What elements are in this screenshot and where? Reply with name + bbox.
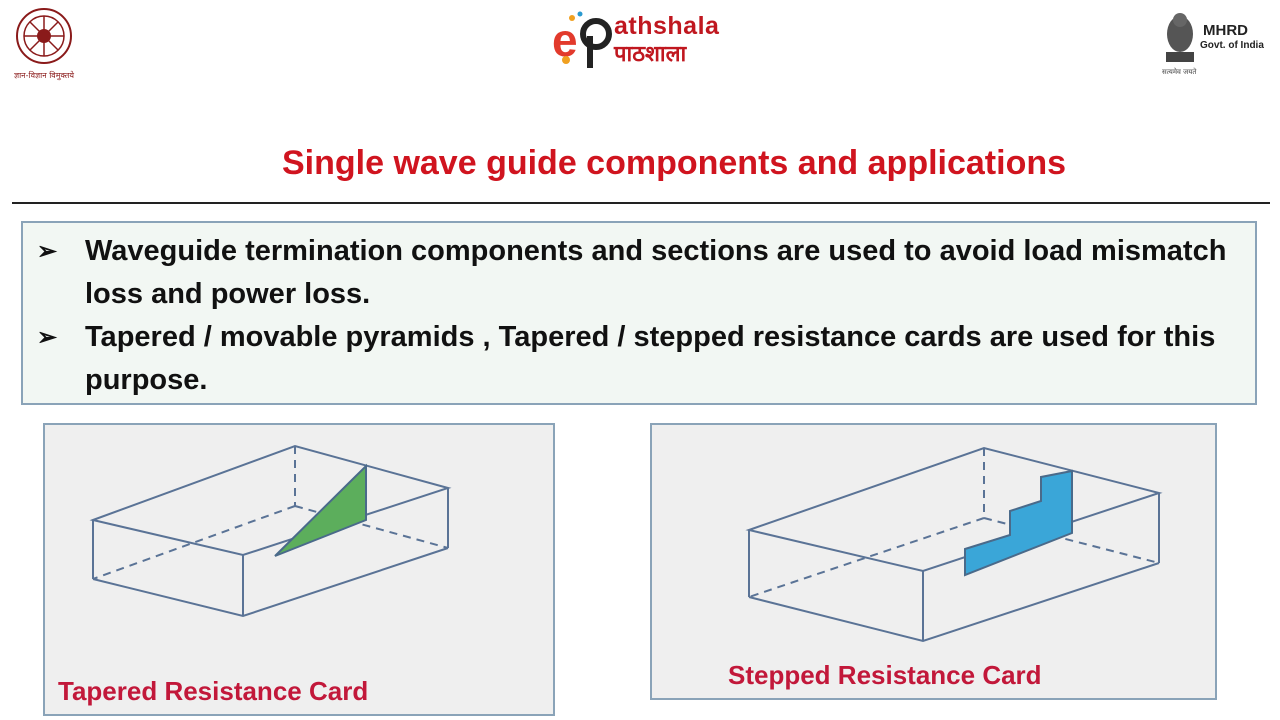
epathshala-logo: e athshala पाठशाला bbox=[552, 6, 752, 72]
bullet-box: ➢ Waveguide termination components and s… bbox=[21, 221, 1257, 405]
epathshala-text-en: athshala bbox=[614, 12, 720, 40]
govt-label: Govt. of India bbox=[1200, 40, 1264, 51]
epathshala-text-hi: पाठशाला bbox=[614, 42, 687, 67]
ugc-emblem-icon bbox=[16, 8, 72, 64]
tapered-card-diagram bbox=[89, 444, 452, 618]
mhrd-logo: MHRD Govt. of India सत्यमेव जयते bbox=[1160, 8, 1275, 80]
stepped-card-diagram bbox=[745, 446, 1163, 643]
arrow-bullet-icon: ➢ bbox=[37, 324, 58, 351]
emblem-motto: सत्यमेव जयते bbox=[1162, 68, 1197, 76]
ugc-motto: ज्ञान-विज्ञान विमुक्तये bbox=[13, 71, 75, 80]
mhrd-label: MHRD bbox=[1203, 22, 1248, 39]
figure-caption: Stepped Resistance Card bbox=[728, 660, 1042, 690]
arrow-bullet-icon: ➢ bbox=[37, 238, 58, 265]
bullet-text: Tapered / movable pyramids , Tapered / s… bbox=[85, 321, 1216, 396]
bullet-text: Waveguide termination components and sec… bbox=[85, 235, 1227, 310]
national-emblem-icon bbox=[1166, 13, 1194, 62]
figure-caption: Tapered Resistance Card bbox=[58, 676, 369, 706]
bullet-item: ➢ Tapered / movable pyramids , Tapered /… bbox=[37, 316, 1247, 402]
stepped-card-figure: Stepped Resistance Card bbox=[650, 423, 1217, 700]
bullet-item: ➢ Waveguide termination components and s… bbox=[37, 230, 1247, 316]
slide-title: Single wave guide components and applica… bbox=[281, 144, 1067, 182]
tapered-card bbox=[274, 463, 367, 557]
tapered-card-figure: Tapered Resistance Card bbox=[43, 423, 555, 716]
stepped-card bbox=[964, 469, 1073, 577]
ugc-logo: ज्ञान-विज्ञान विमुक्तये bbox=[8, 6, 80, 82]
epathshala-logo-icon: e bbox=[552, 11, 612, 68]
title-divider bbox=[12, 202, 1270, 204]
